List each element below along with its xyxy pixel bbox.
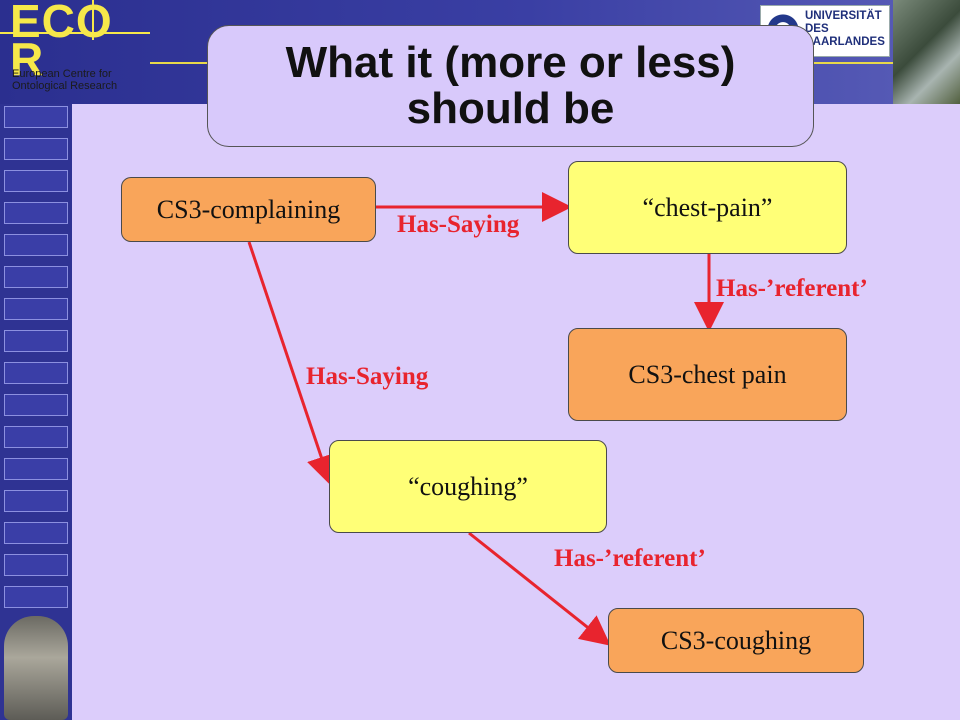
sidebar-button-7[interactable] — [4, 298, 68, 320]
sidebar-button-1[interactable] — [4, 106, 68, 128]
sidebar-button-5[interactable] — [4, 234, 68, 256]
aristotle-bust-image — [4, 616, 68, 720]
ecor-logo: ECO R — [10, 0, 113, 85]
sidebar-button-3[interactable] — [4, 170, 68, 192]
node-cs3-chest-pain: CS3-chest pain — [568, 328, 847, 421]
sidebar — [0, 104, 72, 720]
edge-label-has-saying-2: Has-Saying — [306, 363, 429, 390]
sidebar-button-4[interactable] — [4, 202, 68, 224]
sidebar-button-12[interactable] — [4, 458, 68, 480]
building-photo — [893, 0, 960, 104]
edge-coughing-to-cs3-coughing — [468, 531, 611, 646]
logo-rule — [0, 32, 150, 34]
sidebar-button-10[interactable] — [4, 394, 68, 416]
node-coughing-term: “coughing” — [329, 440, 607, 533]
edge-label-has-referent-1: Has-’referent’ — [716, 275, 868, 302]
edge-complaining-to-coughing — [247, 241, 336, 486]
edge-label-has-saying-1: Has-Saying — [397, 211, 520, 238]
sidebar-button-2[interactable] — [4, 138, 68, 160]
sidebar-button-11[interactable] — [4, 426, 68, 448]
sidebar-button-14[interactable] — [4, 522, 68, 544]
logo-vertical-rule — [92, 0, 94, 40]
edge-label-has-referent-2: Has-’referent’ — [554, 545, 706, 572]
logo-subtitle: European Centre for Ontological Research — [12, 68, 118, 92]
sidebar-button-16[interactable] — [4, 586, 68, 608]
sidebar-button-6[interactable] — [4, 266, 68, 288]
slide-title: What it (more or less) should be — [207, 25, 814, 147]
node-chest-pain-term: “chest-pain” — [568, 161, 847, 254]
sidebar-button-8[interactable] — [4, 330, 68, 352]
node-cs3-complaining: CS3-complaining — [121, 177, 376, 242]
sidebar-button-9[interactable] — [4, 362, 68, 384]
university-name: UNIVERSITÄT DES SAARLANDES — [805, 10, 885, 48]
node-cs3-coughing: CS3-coughing — [608, 608, 864, 673]
sidebar-button-15[interactable] — [4, 554, 68, 576]
sidebar-button-13[interactable] — [4, 490, 68, 512]
